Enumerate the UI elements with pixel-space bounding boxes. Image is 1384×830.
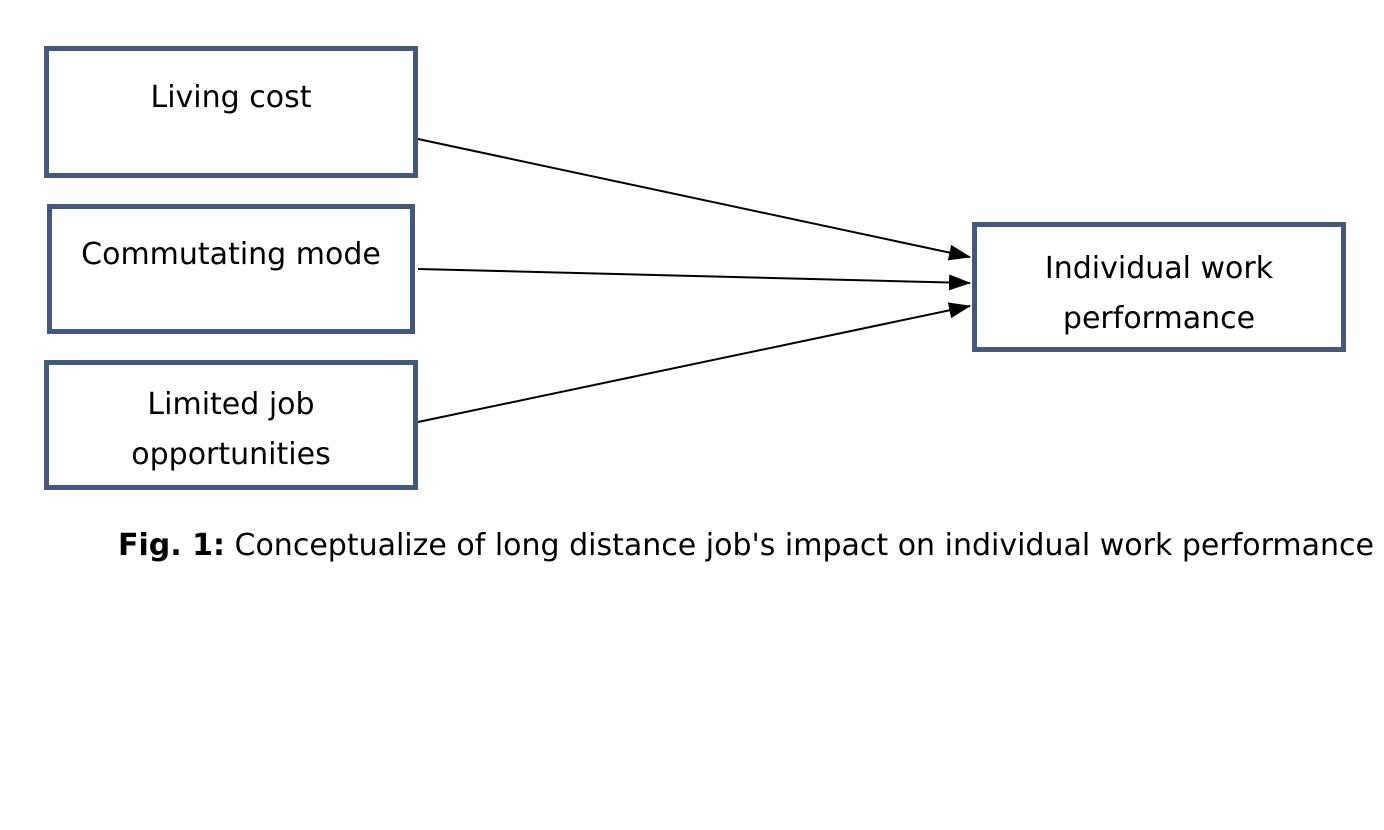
node-individual-work-performance: Individual work performance <box>972 222 1346 352</box>
node-label-line: Individual work <box>1044 251 1274 286</box>
figure-caption-text: Conceptualize of long distance job's imp… <box>224 528 1375 563</box>
arrow-limited-jobs-to-performance <box>417 302 971 423</box>
node-label-line: Living cost <box>150 80 312 115</box>
arrow-commuting-mode-to-performance <box>417 268 971 291</box>
figure-caption: Fig. 1: Conceptualize of long distance j… <box>118 524 1374 568</box>
node-commuting-mode: Commutating mode <box>47 204 415 334</box>
node-label-line: Limited job <box>147 387 315 422</box>
arrow-living-cost-to-performance <box>417 138 971 261</box>
node-label-line: performance <box>1062 301 1256 336</box>
node-label-line: Commutating mode <box>81 237 381 272</box>
node-living-cost: Living cost <box>44 46 418 178</box>
node-limited-job-opportunities: Limited job opportunities <box>44 360 418 490</box>
figure-caption-label: Fig. 1: <box>118 528 225 563</box>
node-label-line: opportunities <box>131 437 331 472</box>
